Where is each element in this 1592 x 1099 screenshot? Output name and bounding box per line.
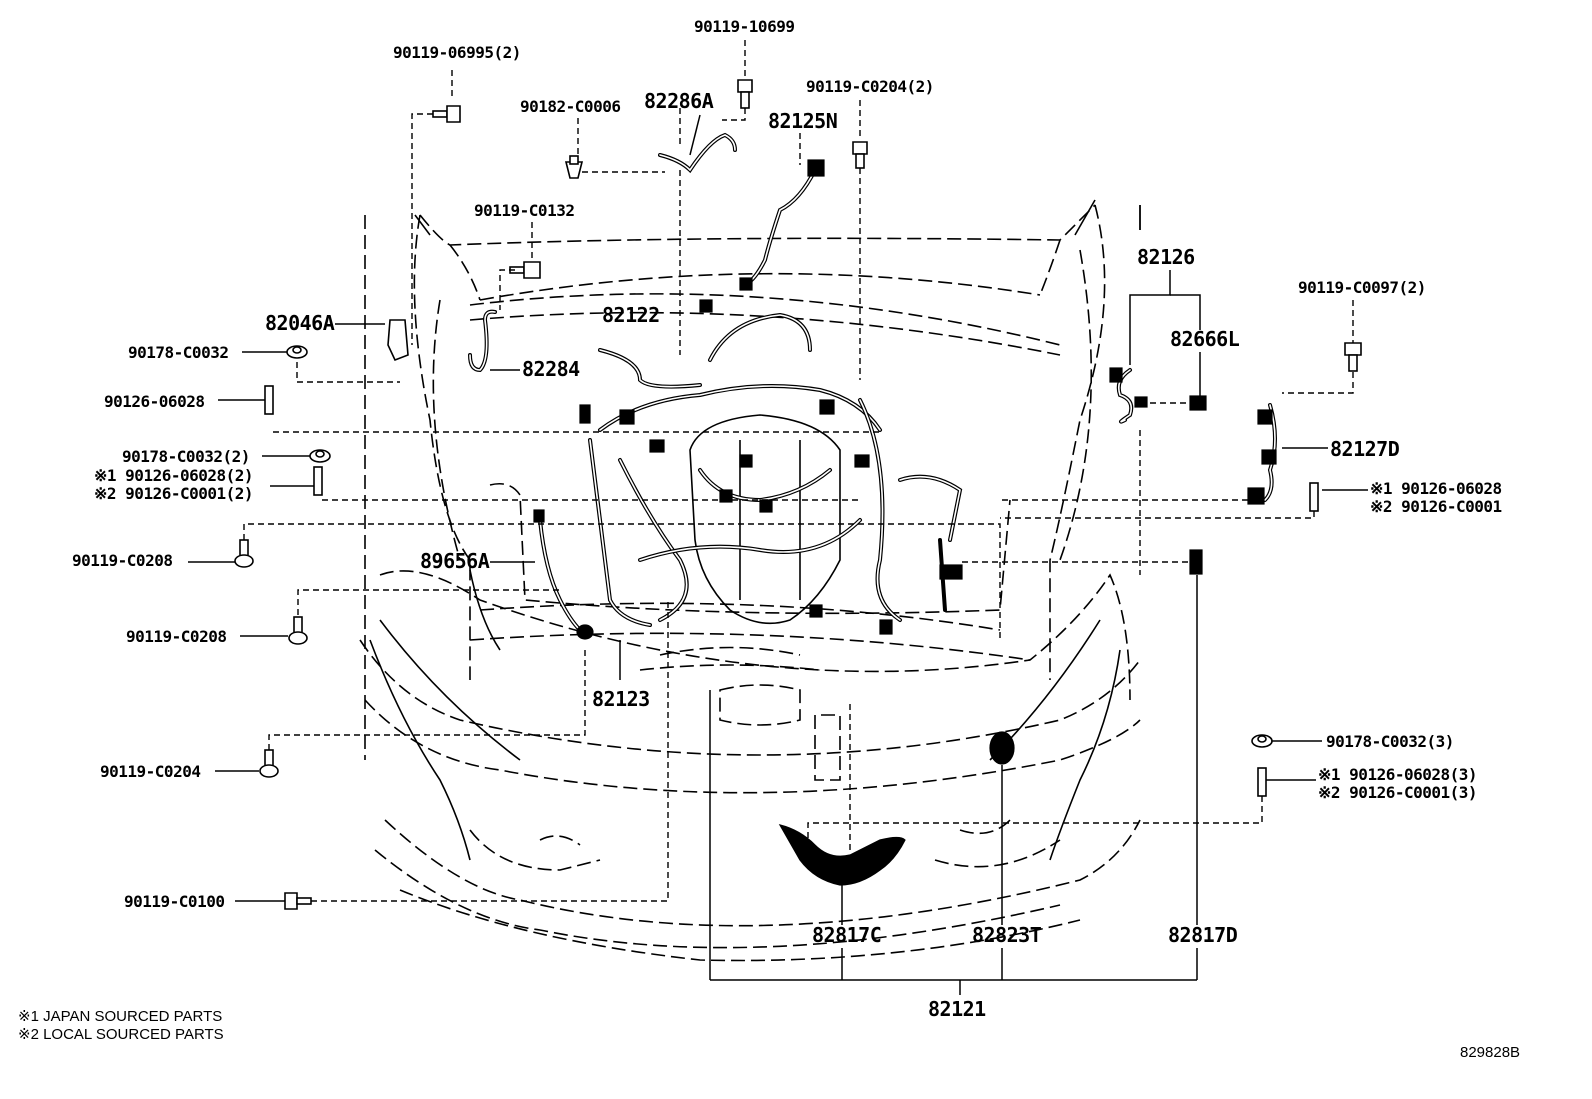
label-local-90126-C0001-2: ※2 90126-C0001(2) bbox=[94, 484, 253, 503]
label-90119-C0208-a: 90119-C0208 bbox=[72, 551, 172, 570]
label-local-90126-C0001-3: ※2 90126-C0001(3) bbox=[1318, 783, 1477, 802]
note-local-sourced: ※2 LOCAL SOURCED PARTS bbox=[18, 1026, 224, 1043]
label-jp-90126-06028-2: ※1 90126-06028(2) bbox=[94, 466, 253, 485]
label-90119-C0204-2: 90119-C0204(2) bbox=[806, 77, 934, 96]
label-90119-C0204: 90119-C0204 bbox=[100, 762, 200, 781]
stud-icon bbox=[264, 385, 274, 415]
stud-icon bbox=[1309, 482, 1319, 512]
leader-lines bbox=[188, 40, 1368, 995]
stud-icon bbox=[1257, 767, 1267, 797]
stud-icon bbox=[313, 466, 323, 496]
clip-icon bbox=[564, 155, 584, 179]
sub-harness-art bbox=[387, 132, 1277, 886]
label-90119-C0208-b: 90119-C0208 bbox=[126, 627, 226, 646]
label-90119-C0100: 90119-C0100 bbox=[124, 892, 224, 911]
bolt-icon bbox=[1344, 342, 1362, 372]
nut-icon bbox=[286, 345, 308, 359]
label-82125N: 82125N bbox=[768, 109, 837, 133]
label-82817D: 82817D bbox=[1168, 923, 1238, 947]
label-82817C: 82817C bbox=[812, 923, 881, 947]
label-82126: 82126 bbox=[1137, 245, 1195, 269]
bolt-icon bbox=[509, 261, 541, 279]
label-jp-90126-06028-3: ※1 90126-06028(3) bbox=[1318, 765, 1477, 784]
label-82127D: 82127D bbox=[1330, 437, 1400, 461]
label-90119-10699: 90119-10699 bbox=[694, 17, 794, 36]
part-labels: 90119-06995(2) 90119-10699 90182-C0006 8… bbox=[72, 17, 1502, 1021]
label-90119-06995: 90119-06995(2) bbox=[393, 43, 521, 62]
bolt-icon bbox=[288, 616, 308, 645]
engine-harness-art bbox=[579, 299, 963, 635]
label-82666L: 82666L bbox=[1170, 327, 1240, 351]
label-90182-C0006: 90182-C0006 bbox=[520, 97, 620, 116]
bolt-icon bbox=[284, 892, 312, 910]
label-jp-90126-06028: ※1 90126-06028 bbox=[1370, 479, 1502, 498]
label-90178-C0032-2: 90178-C0032(2) bbox=[122, 447, 250, 466]
label-82284: 82284 bbox=[522, 357, 580, 381]
label-82121: 82121 bbox=[928, 997, 986, 1021]
note-japan-sourced: ※1 JAPAN SOURCED PARTS bbox=[18, 1008, 222, 1025]
label-82046A: 82046A bbox=[265, 311, 335, 335]
bolt-icon bbox=[432, 105, 461, 123]
fasteners bbox=[234, 79, 1362, 910]
bolt-icon bbox=[259, 749, 279, 778]
label-82823T: 82823T bbox=[972, 923, 1042, 947]
bolt-icon bbox=[234, 539, 254, 568]
nut-icon bbox=[309, 449, 331, 463]
bolt-icon bbox=[852, 141, 868, 169]
label-89656A: 89656A bbox=[420, 549, 490, 573]
label-82122: 82122 bbox=[602, 303, 660, 327]
nut-icon bbox=[1251, 734, 1273, 748]
vehicle-body-outline bbox=[359, 199, 1141, 962]
label-82123: 82123 bbox=[592, 687, 650, 711]
label-82286A: 82286A bbox=[644, 89, 714, 113]
footnotes: ※1 JAPAN SOURCED PARTS ※2 LOCAL SOURCED … bbox=[18, 1008, 1520, 1061]
label-90178-C0032-3: 90178-C0032(3) bbox=[1326, 732, 1454, 751]
label-90119-C0132: 90119-C0132 bbox=[474, 201, 574, 220]
label-90119-C0097-2: 90119-C0097(2) bbox=[1298, 278, 1426, 297]
label-90178-C0032: 90178-C0032 bbox=[128, 343, 228, 362]
diagram-code: 829828B bbox=[1460, 1044, 1520, 1061]
bolt-icon bbox=[737, 79, 753, 109]
label-90126-06028: 90126-06028 bbox=[104, 392, 204, 411]
label-local-90126-C0001: ※2 90126-C0001 bbox=[1370, 497, 1502, 516]
